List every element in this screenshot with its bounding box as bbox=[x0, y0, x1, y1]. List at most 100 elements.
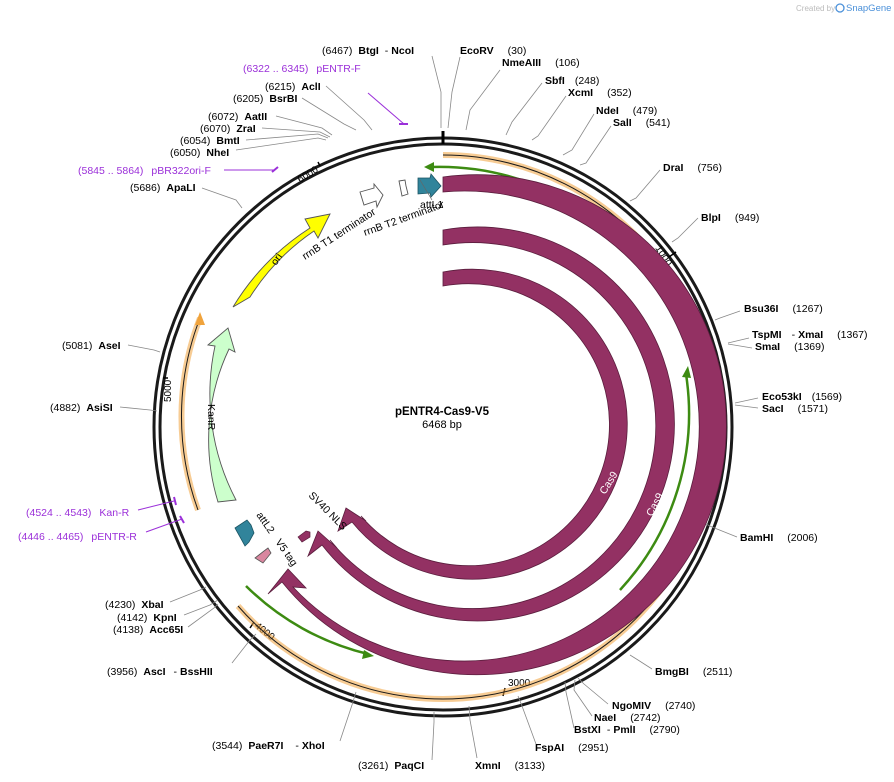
attl2-feature bbox=[234, 519, 255, 547]
site-ngomiv: NgoMIV(2740) bbox=[612, 700, 695, 712]
leader-bsrbi bbox=[301, 97, 357, 131]
created-by-text: Created by bbox=[796, 4, 835, 13]
attl2-label: attL2 bbox=[254, 510, 277, 536]
orf-green-top-head bbox=[424, 162, 434, 172]
site-xcmi: XcmI(352) bbox=[568, 87, 632, 99]
leader-bstxi bbox=[564, 681, 575, 729]
leader-zrai bbox=[261, 127, 331, 138]
orf-left-head bbox=[195, 312, 205, 325]
leader-fspai bbox=[517, 695, 537, 745]
site-xbai: (4230)XbaI bbox=[105, 599, 164, 611]
orf-green-bottom bbox=[245, 585, 369, 656]
rrnb-t2-label: rrnB T2 terminator bbox=[362, 198, 446, 239]
orf-green-bottom-head bbox=[362, 650, 374, 659]
kanr-label: KanR bbox=[205, 404, 217, 431]
attl1-label: attL1 bbox=[420, 199, 444, 211]
site-btgi: (6467)BtgI-NcoI bbox=[322, 45, 414, 57]
kanr-feature bbox=[206, 327, 237, 503]
site-bmgbi: BmgBI(2511) bbox=[655, 666, 732, 678]
v5-tag-feature bbox=[254, 547, 272, 564]
leader-bamhi bbox=[705, 523, 738, 538]
site-fspai: FspAI(2951) bbox=[535, 742, 609, 754]
orf-green-right-head bbox=[682, 366, 691, 378]
primer-kan-r: (4524 .. 4543)Kan-R bbox=[26, 507, 130, 519]
tick-label-3000: 3000 bbox=[508, 678, 531, 689]
leader-paer7i bbox=[339, 691, 357, 742]
orf-track-left bbox=[178, 312, 205, 512]
leader-blpi bbox=[671, 217, 699, 243]
site-smai: SmaI(1369) bbox=[755, 341, 824, 353]
site-asci: (3956)AscI-BssHII bbox=[107, 666, 213, 678]
site-bsu36i: Bsu36I(1267) bbox=[744, 303, 823, 315]
site-eco53ki: Eco53kI(1569) bbox=[762, 391, 842, 403]
plasmid-name: pENTR4-Cas9-V5 bbox=[395, 406, 490, 418]
leader-smai bbox=[727, 343, 753, 349]
leader-sali bbox=[579, 125, 612, 166]
snapgene-brand: Created by SnapGene bbox=[796, 3, 891, 14]
attl1-feature bbox=[417, 173, 442, 198]
tick-6000 bbox=[317, 161, 321, 167]
site-leaders bbox=[119, 55, 759, 761]
site-nhei: (6050)NheI bbox=[170, 147, 229, 159]
leader-tspmi bbox=[727, 337, 750, 344]
cas9-ring-outer bbox=[267, 174, 727, 676]
site-bmti: (6054)BmtI bbox=[180, 135, 240, 147]
leader-acc65i bbox=[187, 603, 219, 628]
site-acli: (6215)AclI bbox=[265, 81, 321, 93]
leader-bmti bbox=[245, 133, 329, 141]
site-bstxi: BstXI-PmlI(2790) bbox=[574, 724, 680, 736]
tick-label-5000: 5000 bbox=[163, 379, 174, 402]
site-ecorv: EcoRV(30) bbox=[460, 45, 526, 57]
site-nmeaiii: NmeAIII(106) bbox=[502, 57, 580, 69]
primer-leader-kan-r bbox=[137, 500, 175, 511]
cas9-ring-middle bbox=[307, 226, 675, 622]
ori-label: ori bbox=[269, 251, 286, 267]
site-bsrbi: (6205)BsrBI bbox=[233, 93, 297, 105]
orf-line-left bbox=[181, 317, 201, 511]
site-kpni: (4142)KpnI bbox=[117, 612, 177, 624]
cas9-label-inner: Cas9 bbox=[564, 451, 586, 478]
rrnb-t1-feature bbox=[359, 182, 384, 209]
leader-eco53ki bbox=[734, 397, 759, 404]
cas9-features: Cas9 Cas9 Cas9 bbox=[267, 174, 727, 676]
site-asei: (5081)AseI bbox=[62, 340, 121, 352]
sv40-nls-feature bbox=[297, 530, 311, 543]
primer-leader-pentr-f bbox=[367, 92, 405, 125]
tick-1000 bbox=[668, 251, 677, 258]
leader-ndei bbox=[562, 113, 595, 156]
primer-pentr-f: (6322 .. 6345)pENTR-F bbox=[243, 63, 361, 75]
plasmid-size: 6468 bp bbox=[422, 419, 462, 431]
leader-naei bbox=[573, 679, 593, 717]
leader-sbfi bbox=[505, 82, 543, 136]
site-paer7i: (3544)PaeR7I-XhoI bbox=[212, 740, 325, 752]
cas9-ring-inner bbox=[337, 268, 628, 580]
orf-green-right bbox=[619, 373, 691, 591]
snapgene-name: SnapGene bbox=[846, 3, 891, 14]
site-aatii: (6072)AatII bbox=[208, 111, 267, 123]
leader-kpni bbox=[183, 599, 219, 616]
site-xmni: XmnI(3133) bbox=[475, 760, 545, 772]
v5-label: V5 tag bbox=[273, 537, 300, 569]
primer-pentr-r: (4446 .. 4465)pENTR-R bbox=[18, 531, 137, 543]
leader-nhei bbox=[235, 137, 327, 151]
leader-ngomiv bbox=[577, 677, 609, 705]
site-saci: SacI(1571) bbox=[762, 403, 828, 415]
site-acc65i: (4138)Acc65I bbox=[113, 624, 183, 636]
leader-xcmi bbox=[531, 95, 567, 141]
primer-leader-pentr-r bbox=[145, 518, 183, 533]
leader-apali bbox=[201, 187, 243, 209]
site-ndei: NdeI(479) bbox=[596, 105, 657, 117]
site-labels: (6467)BtgI-NcoI EcoRV(30) NmeAIII(106) S… bbox=[50, 45, 868, 772]
primer-pbr322ori-f: (5845 .. 5864)pBR322ori-F bbox=[78, 165, 211, 177]
leader-bmgbi bbox=[629, 654, 653, 670]
site-drai: DraI(756) bbox=[663, 162, 722, 174]
leader-asei bbox=[127, 344, 161, 353]
site-asisi: (4882)AsiSI bbox=[50, 402, 113, 414]
site-apali: (5686)ApaLI bbox=[130, 182, 196, 194]
leader-xbai bbox=[169, 586, 207, 603]
snapgene-logo-icon bbox=[835, 3, 845, 13]
rrnb-t2-feature bbox=[398, 179, 409, 197]
primer-labels: (6322 .. 6345)pENTR-F (5845 .. 5864)pBR3… bbox=[18, 63, 361, 543]
leader-nmeaiii bbox=[465, 69, 501, 131]
